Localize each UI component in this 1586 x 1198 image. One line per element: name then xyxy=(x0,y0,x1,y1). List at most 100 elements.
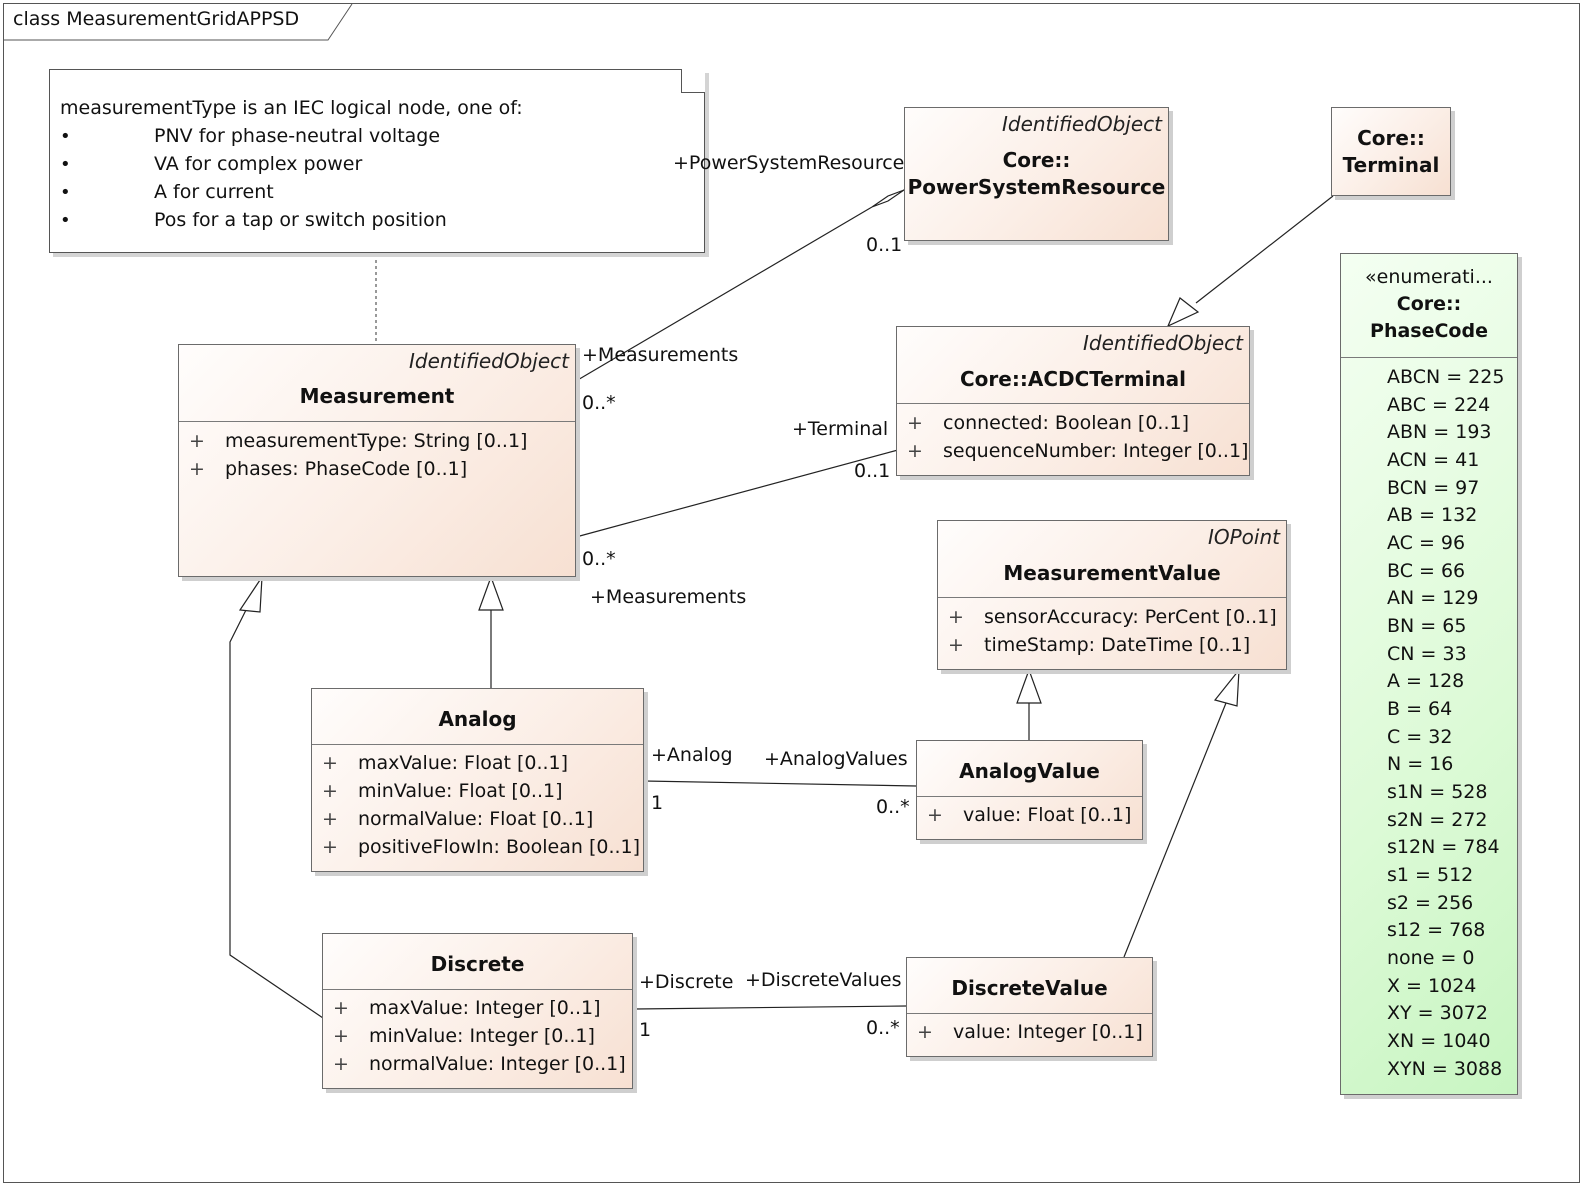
compartment-divider xyxy=(917,796,1142,797)
role-label-analog-values: +AnalogValues xyxy=(764,748,908,770)
multiplicity-label: 1 xyxy=(639,1019,652,1041)
compartment-divider xyxy=(179,421,575,422)
enum-literal: N = 16 xyxy=(1387,753,1454,775)
class-measurement-value[interactable]: IOPoint MeasurementValue +sensorAccuracy… xyxy=(937,520,1287,670)
attribute-text: maxValue: Float [0..1] xyxy=(358,752,569,774)
note-heading: measurementType is an IEC logical node, … xyxy=(60,97,523,119)
terminal-association-line xyxy=(575,449,899,538)
attribute-text: timeStamp: DateTime [0..1] xyxy=(984,634,1251,656)
note-bullet: • xyxy=(60,182,71,203)
role-label-discrete: +Discrete xyxy=(639,971,734,993)
attribute: + maxValue: Integer [0..1] xyxy=(333,997,600,1019)
attribute: +connected: Boolean [0..1] xyxy=(907,412,1189,434)
visibility-marker: + xyxy=(948,606,964,628)
enum-literal: C = 32 xyxy=(1387,726,1453,748)
attribute: +normalValue: Integer [0..1] xyxy=(333,1053,626,1075)
note-item: PNV for phase-neutral voltage xyxy=(154,125,441,147)
visibility-marker: + xyxy=(322,780,338,802)
class-discrete-value[interactable]: DiscreteValue +value: Integer [0..1] xyxy=(906,957,1153,1057)
visibility-marker: + xyxy=(333,997,349,1019)
enum-literal: ABN = 193 xyxy=(1387,421,1492,443)
visibility-marker: + xyxy=(927,804,943,826)
psr-association-line xyxy=(575,206,873,382)
enum-literal: s2 = 256 xyxy=(1387,892,1474,914)
enum-literal: ABC = 224 xyxy=(1387,394,1491,416)
role-label-measurements: +Measurements xyxy=(590,586,747,608)
class-name: AnalogValue xyxy=(959,759,1100,783)
class-name: Measurement xyxy=(299,384,455,408)
class-measurement[interactable]: IdentifiedObject Measurement +measuremen… xyxy=(178,344,576,577)
diagram-frame xyxy=(3,3,1580,1183)
attribute-text: normalValue: Float [0..1] xyxy=(358,808,594,830)
class-name: Discrete xyxy=(430,952,525,976)
psr-aggregation-diamond xyxy=(871,189,905,208)
enum-literal: AB = 132 xyxy=(1387,504,1478,526)
enum-literal: ACN = 41 xyxy=(1387,449,1480,471)
enum-literal: XYN = 3088 xyxy=(1387,1058,1503,1080)
enum-literal: ABCN = 225 xyxy=(1387,366,1505,388)
enum-literal: none = 0 xyxy=(1387,947,1475,969)
attribute: +phases: PhaseCode [0..1] xyxy=(189,458,467,480)
class-acdc-terminal[interactable]: IdentifiedObject Core::ACDCTerminal +con… xyxy=(896,326,1250,476)
class-name-line2: PowerSystemResource xyxy=(907,175,1166,199)
attribute: +measurementType: String [0..1] xyxy=(189,430,527,452)
class-name-line2: Terminal xyxy=(1342,153,1440,177)
attribute: +timeStamp: DateTime [0..1] xyxy=(948,634,1250,656)
visibility-marker: + xyxy=(189,458,205,480)
role-label-measurements: +Measurements xyxy=(582,344,739,366)
attribute: +value: Integer [0..1] xyxy=(917,1021,1143,1043)
discretevalue-generalization-line xyxy=(1123,702,1227,958)
attribute-text: value: Float [0..1] xyxy=(963,804,1132,826)
visibility-marker: + xyxy=(333,1053,349,1075)
analog-generalization-arrow xyxy=(478,575,504,611)
attribute-text: minValue: Integer [0..1] xyxy=(369,1025,595,1047)
compartment-divider xyxy=(907,1013,1152,1014)
note-bullet: • xyxy=(60,126,71,147)
visibility-marker: + xyxy=(333,1025,349,1047)
compartment-divider xyxy=(312,744,643,745)
attribute-text: maxValue: Integer [0..1] xyxy=(369,997,601,1019)
stereotype-label: IdentifiedObject xyxy=(408,349,569,373)
class-name: MeasurementValue xyxy=(1003,561,1221,585)
enum-literal: BCN = 97 xyxy=(1387,477,1480,499)
enumeration-name-line2: PhaseCode xyxy=(1370,320,1488,342)
class-power-system-resource[interactable]: IdentifiedObject Core:: PowerSystemResou… xyxy=(904,107,1169,241)
enum-literal: BN = 65 xyxy=(1387,615,1467,637)
note-item: Pos for a tap or switch position xyxy=(154,209,447,231)
attribute: +minValue: Float [0..1] xyxy=(322,780,563,802)
enum-literal: BC = 66 xyxy=(1387,560,1466,582)
visibility-marker: + xyxy=(917,1021,933,1043)
class-terminal[interactable]: Core:: Terminal xyxy=(1331,107,1451,196)
multiplicity-label: 0..* xyxy=(866,1017,900,1039)
enum-literal: XY = 3072 xyxy=(1387,1002,1488,1024)
note-bullet: • xyxy=(60,210,71,231)
enum-literal: XN = 1040 xyxy=(1387,1030,1491,1052)
multiplicity-label: 0..1 xyxy=(854,460,891,482)
role-label-discrete-values: +DiscreteValues xyxy=(745,969,902,991)
multiplicity-label: 1 xyxy=(651,792,664,814)
note-item: A for current xyxy=(154,181,274,203)
enumeration-name-line1: Core:: xyxy=(1396,293,1462,315)
attribute: +positiveFlowIn: Boolean [0..1] xyxy=(322,836,640,858)
note-fold-corner xyxy=(681,69,705,93)
visibility-marker: + xyxy=(322,808,338,830)
class-name-line1: Core:: xyxy=(1357,126,1425,150)
attribute: +sequenceNumber: Integer [0..1] xyxy=(907,440,1248,462)
attribute: + normalValue: Float [0..1] xyxy=(322,808,593,830)
frame-title: class MeasurementGridAPPSD xyxy=(13,8,300,30)
stereotype-label: IdentifiedObject xyxy=(1082,331,1243,355)
analogvalue-generalization-arrow xyxy=(1016,668,1042,704)
class-analog-value[interactable]: AnalogValue + value: Float [0..1] xyxy=(916,740,1143,840)
class-discrete[interactable]: Discrete + maxValue: Integer [0..1] + minV… xyxy=(322,933,633,1089)
class-analog[interactable]: Analog +maxValue: Float [0..1] +minValue… xyxy=(311,688,644,872)
attribute-text: positiveFlowIn: Boolean [0..1] xyxy=(358,836,641,858)
compartment-divider xyxy=(1341,357,1517,358)
attribute-text: connected: Boolean [0..1] xyxy=(943,412,1189,434)
enum-literal: s12 = 768 xyxy=(1387,919,1486,941)
attribute-text: sensorAccuracy: PerCent [0..1] xyxy=(984,606,1277,628)
enumeration-phase-code[interactable]: «enumerati... Core:: PhaseCode ABCN = 22… xyxy=(1340,253,1518,1095)
multiplicity-label: 0..* xyxy=(876,796,910,818)
visibility-marker: + xyxy=(322,752,338,774)
